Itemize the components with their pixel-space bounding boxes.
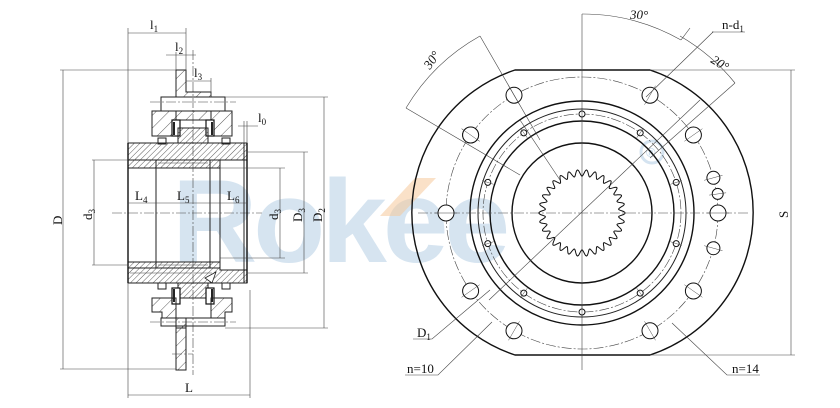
label-n14: n=14 — [732, 361, 759, 376]
label-l3: l3 — [194, 65, 203, 82]
watermark: Rokee ® — [172, 139, 665, 288]
label-n10: n=10 — [407, 361, 434, 376]
label-D2: D2 — [310, 208, 327, 222]
label-l0: l0 — [258, 110, 267, 127]
label-D3: D3 — [290, 208, 307, 222]
label-d3-right: d3 — [266, 209, 283, 221]
label-angle-top: 30° — [629, 7, 648, 22]
label-n-d1: n-d1 — [722, 17, 744, 34]
label-L4: L4 — [135, 188, 148, 205]
label-l1: l1 — [150, 17, 158, 34]
label-angle-left: 30° — [420, 48, 443, 72]
label-angle-right: 20° — [708, 52, 731, 74]
label-L5: L5 — [177, 188, 190, 205]
label-S: S — [776, 211, 791, 218]
label-l2: l2 — [175, 39, 183, 56]
label-D1: D1 — [417, 325, 431, 342]
spline-bore — [538, 169, 626, 257]
outer-bolt-holes — [435, 85, 729, 341]
label-d3-left: d3 — [80, 209, 97, 221]
label-D: D — [50, 216, 65, 225]
front-view: 30° 30° 20° n-d1 D1 n=10 n=14 S — [405, 7, 795, 376]
label-L6: L6 — [227, 188, 240, 205]
label-L: L — [185, 380, 193, 395]
svg-text:Rokee: Rokee — [172, 156, 507, 288]
side-view: l1 l2 l3 l0 D d3 L4 L5 L6 d3 D3 D2 L — [50, 17, 328, 398]
inner-bolt-holes — [482, 108, 682, 318]
